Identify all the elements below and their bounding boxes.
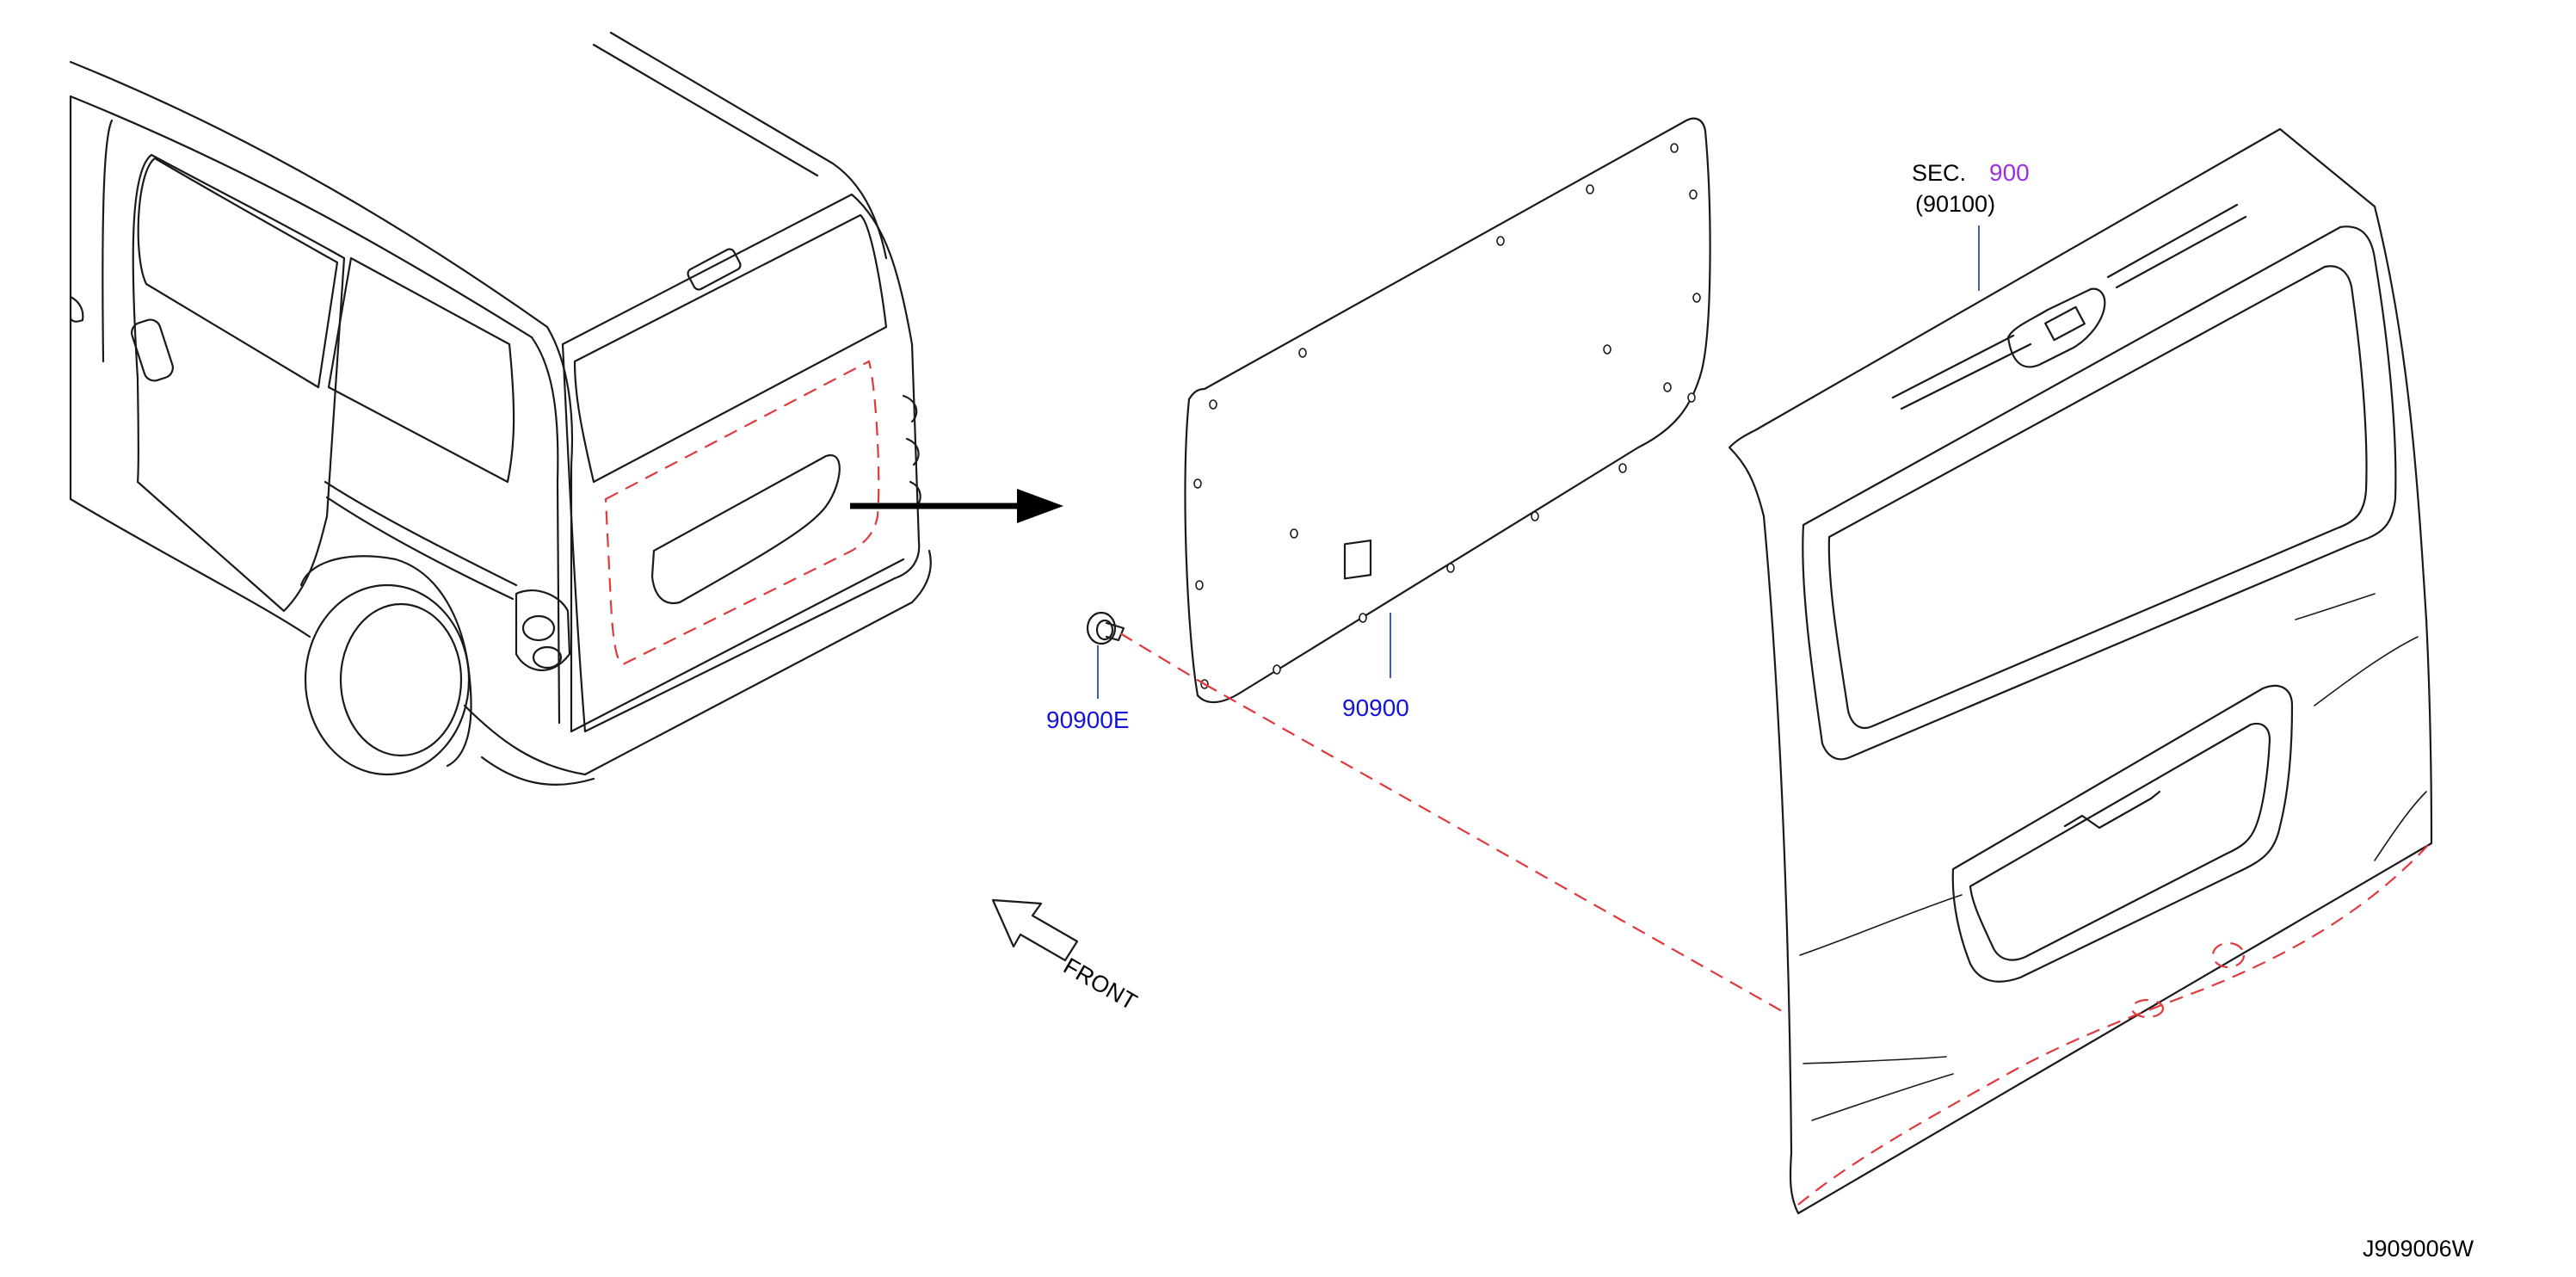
part-label-90900[interactable]: 90900 <box>1342 694 1409 721</box>
diagram-code: J909006W <box>2363 1236 2474 1262</box>
front-label: FRONT <box>1059 953 1142 1015</box>
trim-phantom-outline <box>604 360 880 666</box>
sec-sub-number: (90100) <box>1915 191 1995 217</box>
clip-holes <box>1193 143 1701 689</box>
sec-number-link[interactable]: 900 <box>1989 159 2030 186</box>
front-direction-arrow-icon <box>991 898 1079 962</box>
sec-prefix: SEC. <box>1912 160 1966 186</box>
assembly-line <box>1119 632 1790 1016</box>
part-label-90900e[interactable]: 90900E <box>1046 706 1130 733</box>
trim-clip <box>1086 611 1125 645</box>
explode-arrow <box>850 489 1063 523</box>
van-illustration <box>69 31 932 786</box>
back-door-panel <box>1728 127 2433 1215</box>
back-door-trim-panel <box>1184 117 1711 704</box>
